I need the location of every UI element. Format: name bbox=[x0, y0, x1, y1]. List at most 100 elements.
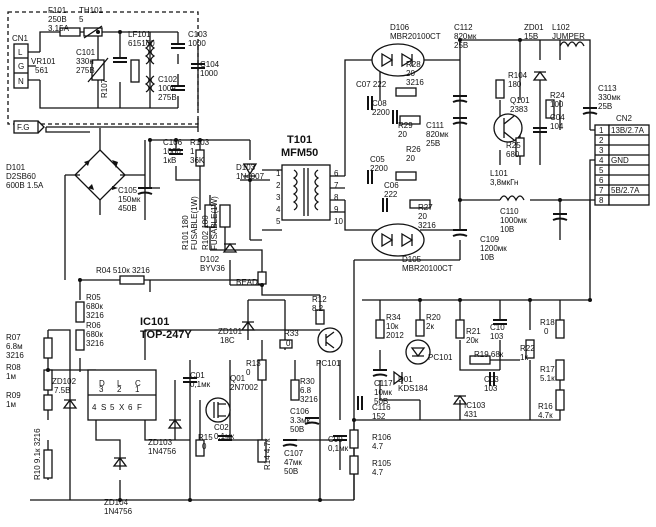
label-line: R22 bbox=[520, 344, 535, 353]
capacitor-c106b bbox=[304, 417, 320, 425]
label-line: 104 bbox=[550, 122, 564, 131]
label-line: 2к bbox=[426, 322, 434, 331]
t101-pin: 6 bbox=[334, 169, 339, 178]
label-line: R08 bbox=[6, 363, 21, 372]
t101-pin: 1 bbox=[276, 169, 281, 178]
label-line: 5.1к bbox=[540, 374, 555, 383]
t101-pin: 8 bbox=[334, 193, 339, 202]
label-line: 25B bbox=[454, 41, 468, 50]
label-line: R20 bbox=[426, 313, 441, 322]
diode-d103 bbox=[242, 163, 258, 177]
label-line: 180 bbox=[508, 80, 522, 89]
label-line: 820мк bbox=[426, 130, 449, 139]
label-line: 10B bbox=[480, 253, 494, 262]
label-line: 2200 bbox=[372, 108, 390, 117]
cn2-pin: 2 bbox=[599, 136, 604, 145]
label-line: 0,1мк bbox=[190, 380, 211, 389]
optocoupler-pc101-secondary bbox=[405, 339, 431, 365]
resistor-r15 bbox=[195, 439, 205, 457]
capacitor-c03 bbox=[489, 372, 495, 386]
label-line: 50B bbox=[290, 425, 304, 434]
resistor-r107 bbox=[130, 59, 140, 83]
lbl-bead: BEAD bbox=[236, 278, 258, 287]
label-line: 8.2 bbox=[312, 304, 324, 313]
fg-terminal bbox=[13, 120, 45, 134]
resistor-r04 bbox=[119, 275, 145, 285]
t101-title: T101 MFM50 bbox=[281, 134, 318, 159]
resistor-r18 bbox=[555, 319, 565, 339]
t101-pin: 3 bbox=[276, 193, 281, 202]
label-line: 103 bbox=[490, 332, 504, 341]
label-line: C106 bbox=[163, 138, 183, 147]
label-line: D101 bbox=[6, 163, 26, 172]
label-line: 1N4756 bbox=[148, 447, 177, 456]
capacitor-c102 bbox=[171, 85, 185, 91]
label-line: 431 bbox=[464, 410, 478, 419]
label-line: 4.7 bbox=[372, 442, 384, 451]
label-line: 3216 bbox=[86, 339, 104, 348]
label-line: C02 bbox=[214, 423, 229, 432]
label-line: C117 bbox=[374, 379, 393, 388]
cn2-labels: CN2 1 13B/2.7A 2 3 4 GND 5 6 7 5B/2.7A 8 bbox=[599, 114, 645, 205]
label-line: R10 9.1к 3216 bbox=[33, 428, 42, 480]
label-line: 0 bbox=[286, 339, 291, 348]
label-line: 3.3мк bbox=[290, 416, 311, 425]
resistor-r14 bbox=[257, 439, 267, 463]
capacitor-c105 bbox=[137, 187, 153, 195]
t101-pin: 2 bbox=[276, 181, 281, 190]
capacitor-c06 bbox=[382, 198, 388, 212]
label-line: ZD104 bbox=[104, 498, 129, 507]
label-line: D102 bbox=[200, 255, 220, 264]
label-line: C116 bbox=[372, 403, 391, 412]
bridge-d101 bbox=[74, 149, 126, 201]
resistor-r20 bbox=[415, 319, 425, 337]
cn2-pin: 5 bbox=[599, 166, 604, 175]
label-line: 20 bbox=[406, 154, 415, 163]
lbl-r04: R04 510к 3216 bbox=[96, 266, 150, 275]
label-line: L102 bbox=[552, 23, 570, 32]
capacitor-c05 bbox=[367, 170, 373, 184]
resistor-r09 bbox=[43, 394, 53, 411]
label-line: KDS184 bbox=[398, 384, 428, 393]
cn2-pin: 6 bbox=[599, 176, 604, 185]
label-line: 1200мк bbox=[480, 244, 507, 253]
resistor-r16 bbox=[555, 389, 565, 411]
label-line: C06 bbox=[384, 181, 399, 190]
resistor-r103 bbox=[195, 149, 205, 167]
label-line: Q101 bbox=[510, 96, 530, 105]
label-line: R09 bbox=[6, 391, 21, 400]
label-line: C103 bbox=[188, 30, 208, 39]
label-line: R19 68к bbox=[474, 350, 504, 359]
capacitor-c113 bbox=[582, 107, 598, 115]
resistor-r10 bbox=[43, 449, 53, 479]
label-line: R26 bbox=[406, 145, 421, 154]
ic101-pin: 3 bbox=[99, 385, 104, 394]
label-line: MBR20100CT bbox=[402, 264, 453, 273]
ic101 bbox=[87, 369, 157, 421]
capacitor-c09 bbox=[333, 435, 347, 441]
lbl-r10: R10 9.1к 3216 bbox=[33, 428, 42, 480]
label-line: 561 bbox=[35, 66, 49, 75]
label-line: 330н bbox=[76, 57, 94, 66]
ic101-pin: X bbox=[119, 403, 125, 412]
